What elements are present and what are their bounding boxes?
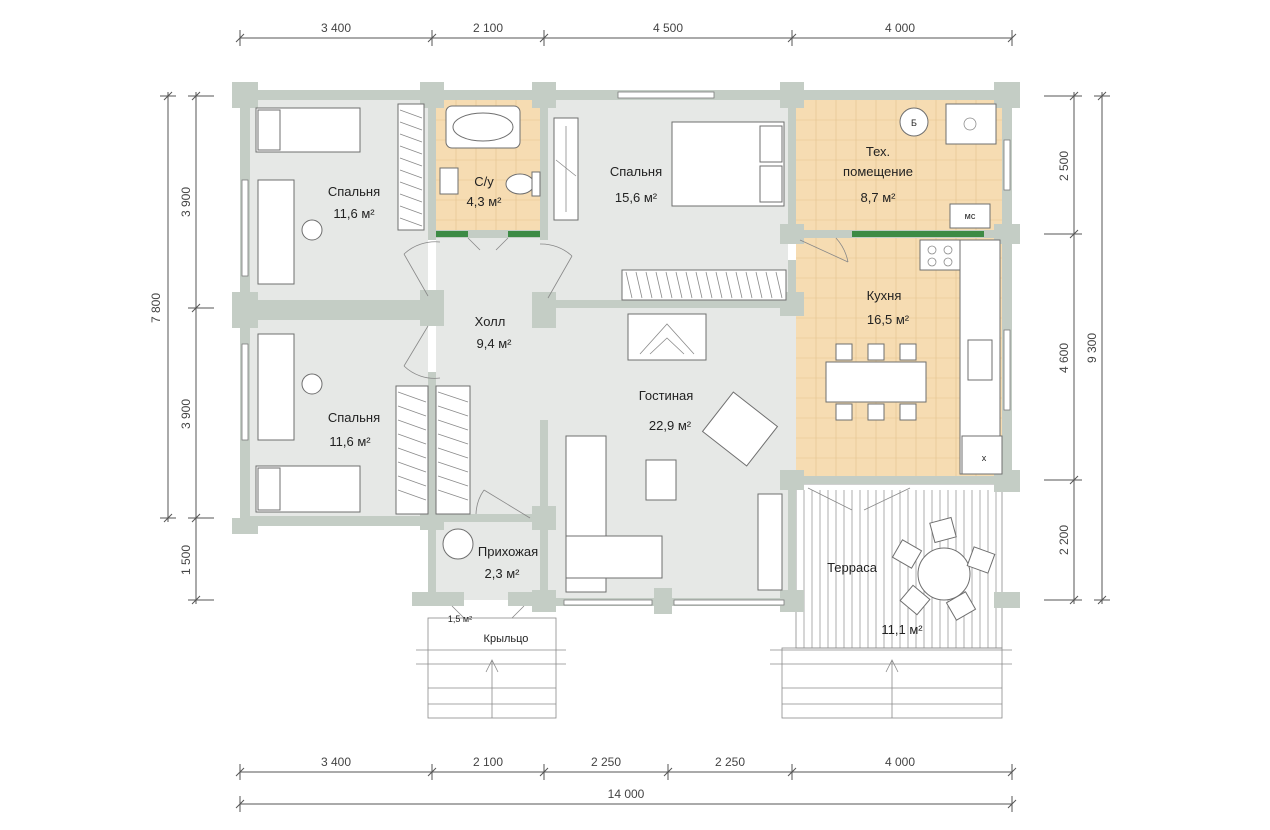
dim-bottom: 2 100 bbox=[473, 755, 503, 769]
dim-left: 1 500 bbox=[179, 545, 193, 575]
chair-sw-icon bbox=[301, 373, 323, 395]
log-corners bbox=[232, 82, 1020, 614]
utility-sink-icon bbox=[945, 103, 997, 145]
dim-bottom: 3 400 bbox=[321, 755, 351, 769]
room-name: Прихожая bbox=[478, 544, 538, 559]
dim-top: 4 500 bbox=[653, 21, 683, 35]
furniture bbox=[255, 103, 1012, 719]
room-name: Спальня bbox=[610, 164, 662, 179]
tv-stand-icon bbox=[757, 493, 783, 591]
boiler-icon bbox=[899, 107, 929, 137]
room-area: 22,9 м² bbox=[649, 418, 692, 433]
room-name: Спальня bbox=[328, 184, 380, 199]
window-south-living-2 bbox=[673, 599, 785, 606]
armchair-icon bbox=[701, 391, 779, 467]
wall-bath-east bbox=[540, 90, 548, 240]
windows bbox=[241, 91, 1011, 606]
wall-bedroom-divider bbox=[240, 300, 428, 320]
wall-south-bedroom bbox=[240, 516, 436, 526]
window-west-2 bbox=[241, 343, 249, 441]
window-east-tech bbox=[1003, 139, 1011, 191]
dim-bottom: 2 250 bbox=[591, 755, 621, 769]
wall-kitchen-south bbox=[788, 476, 1012, 484]
window-east-kitchen bbox=[1003, 329, 1011, 411]
dining-table-icon bbox=[825, 361, 927, 403]
vent-bath-2 bbox=[508, 231, 540, 237]
wardrobe-icon bbox=[397, 103, 425, 231]
dim-bottom: 4 000 bbox=[885, 755, 915, 769]
room-name-line2: помещение bbox=[843, 164, 913, 179]
room-name: С/у bbox=[474, 174, 494, 189]
room-area: 11,6 м² bbox=[329, 434, 371, 449]
chair-icon bbox=[301, 219, 323, 241]
dim-top: 4 000 bbox=[885, 21, 915, 35]
porch-name: Крыльцо bbox=[484, 633, 529, 645]
fireplace-icon bbox=[627, 313, 707, 361]
oven-icon bbox=[967, 339, 993, 381]
room-area: 11,1 м² bbox=[881, 622, 923, 637]
dim-right-outer: 9 300 bbox=[1085, 333, 1099, 363]
fridge-label: х bbox=[982, 453, 987, 463]
fridge-icon bbox=[961, 435, 1003, 475]
microwave-label: мс bbox=[965, 211, 976, 221]
coffee-table-icon bbox=[645, 459, 677, 501]
room-name: Тех. bbox=[866, 144, 890, 159]
dim-left-outer: 7 800 bbox=[149, 293, 163, 323]
dimension-labels: 3 400 2 100 4 500 4 000 3 400 2 100 2 25… bbox=[149, 21, 1099, 801]
room-area: 8,7 м² bbox=[861, 190, 897, 205]
porch-area: 1,5 м² bbox=[448, 614, 472, 624]
room-name: Холл bbox=[475, 314, 506, 329]
toilet-icon bbox=[505, 173, 535, 195]
microwave-icon bbox=[949, 203, 991, 229]
dim-top: 3 400 bbox=[321, 21, 351, 35]
wall-hall-west bbox=[428, 90, 436, 240]
room-labels: Спальня 11,6 м² С/у 4,3 м² Спальня 15,6 … bbox=[328, 118, 987, 645]
dim-right: 4 600 bbox=[1057, 343, 1071, 373]
boiler-label: Б bbox=[911, 118, 917, 128]
dimension-lines bbox=[160, 30, 1110, 812]
room-area: 2,3 м² bbox=[485, 566, 521, 581]
room-area: 11,6 м² bbox=[333, 206, 375, 221]
wall-living-north bbox=[540, 300, 796, 308]
wall-bath-south bbox=[428, 230, 548, 238]
dim-bottom: 2 250 bbox=[715, 755, 745, 769]
room-name: Кухня bbox=[867, 288, 902, 303]
room-name: Спальня bbox=[328, 410, 380, 425]
room-area: 4,3 м² bbox=[467, 194, 503, 209]
dim-left: 3 900 bbox=[179, 399, 193, 429]
window-south-living-1 bbox=[563, 599, 653, 606]
round-table-icon bbox=[917, 547, 971, 601]
room-area: 15,6 м² bbox=[615, 190, 658, 205]
vent-tech bbox=[852, 231, 984, 237]
dim-right: 2 200 bbox=[1057, 525, 1071, 555]
wall-hall-west-3 bbox=[428, 372, 436, 600]
dim-total: 14 000 bbox=[608, 787, 645, 801]
wall-bedroom-east bbox=[788, 90, 796, 240]
coat-rack-icon bbox=[442, 528, 474, 560]
wall-living-east bbox=[788, 484, 796, 610]
stove-icon bbox=[919, 239, 961, 271]
wall-east bbox=[1002, 90, 1012, 484]
room-area: 16,5 м² bbox=[867, 312, 910, 327]
window-north-bedroom bbox=[617, 91, 715, 99]
window-west-1 bbox=[241, 179, 249, 277]
doors bbox=[403, 237, 911, 619]
dim-left: 3 900 bbox=[179, 187, 193, 217]
desk-sw-icon bbox=[257, 333, 295, 441]
dim-top: 2 100 bbox=[473, 21, 503, 35]
room-area: 9,4 м² bbox=[477, 336, 513, 351]
vent-bath bbox=[436, 231, 468, 237]
dim-right: 2 500 bbox=[1057, 151, 1071, 181]
room-name: Терраса bbox=[827, 560, 878, 575]
sink-icon bbox=[439, 167, 459, 195]
room-name: Гостиная bbox=[639, 388, 694, 403]
wall-kitchen-west bbox=[788, 260, 796, 308]
desk-icon bbox=[257, 179, 295, 285]
wall-hall-south bbox=[428, 514, 548, 522]
